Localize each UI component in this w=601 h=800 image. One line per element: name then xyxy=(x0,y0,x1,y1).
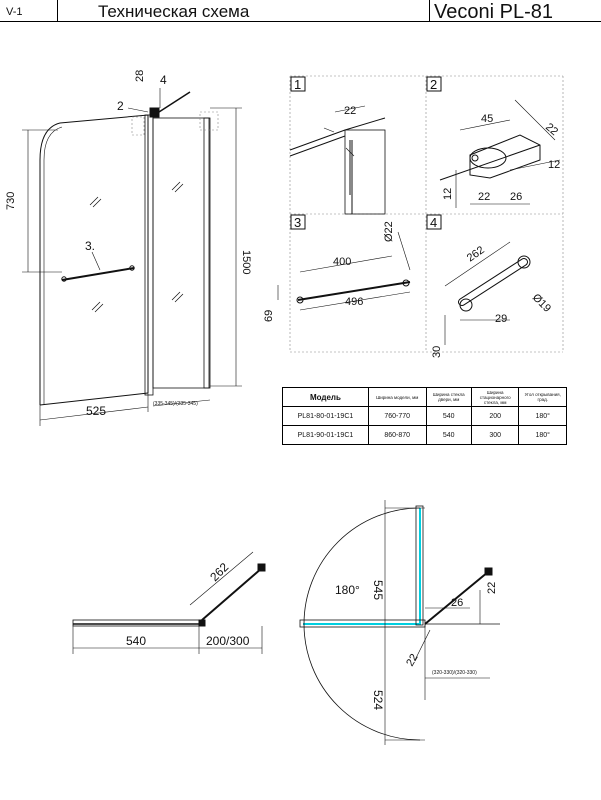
dim-69: 69 xyxy=(263,310,275,322)
table-cell: 540 xyxy=(425,425,472,445)
detail-numbers: 1 2 3 4 xyxy=(290,76,442,230)
dim-1500: 1500 xyxy=(240,250,252,274)
detail-grid xyxy=(289,75,564,353)
doc-code: V-1 xyxy=(0,0,58,22)
table-header: Ширина модели, мм xyxy=(367,387,427,407)
plan-view-left: 262 540 200/300 xyxy=(72,551,266,654)
dim-26: 26 xyxy=(451,597,463,609)
model-name: Veconi PL-81 xyxy=(430,0,601,23)
dim-262: 262 xyxy=(207,560,231,584)
table-cell: 540 xyxy=(425,406,472,426)
label-4: 4 xyxy=(160,73,167,87)
detail-3: 400 496 Ø22 69 xyxy=(263,221,411,322)
table-cell: PL81-90-01-19C1 xyxy=(282,425,369,445)
spec-table: Модель Ширина модели, мм Ширина стекла д… xyxy=(282,387,567,445)
dim-22-c: 22 xyxy=(478,191,490,203)
dim-26-a: 26 xyxy=(510,191,522,203)
dim-540: 540 xyxy=(126,634,146,648)
dim-22-plan-b: 22 xyxy=(404,652,421,669)
detail-3-number: 3 xyxy=(294,215,301,230)
table-row: PL81-90-01-19C1 860-870 540 300 180° xyxy=(282,425,567,445)
dim-dia22: Ø22 xyxy=(383,221,395,242)
table-cell: PL81-80-01-19C1 xyxy=(282,406,369,426)
dim-22-a: 22 xyxy=(344,105,356,117)
detail-4: 262 Ø19 29 30 xyxy=(431,241,553,358)
label-2: 2 xyxy=(117,99,124,113)
dim-496: 496 xyxy=(345,296,363,308)
dim-22-plan-a: 22 xyxy=(486,582,498,594)
dim-525: 525 xyxy=(86,404,106,418)
table-cell: 180° xyxy=(518,406,567,426)
angle-180: 180° xyxy=(335,583,360,597)
dim-28: 28 xyxy=(134,70,146,82)
detail-1-number: 1 xyxy=(294,77,301,92)
dim-545: 545 xyxy=(371,580,385,600)
dim-730: 730 xyxy=(5,192,17,210)
dim-400: 400 xyxy=(333,256,351,268)
table-cell: 760-770 xyxy=(367,406,427,426)
table-cell: 180° xyxy=(518,425,567,445)
table-cell: 200 xyxy=(470,406,520,426)
dim-524: 524 xyxy=(371,690,385,710)
dim-dia19: Ø19 xyxy=(530,292,553,315)
detail-2-number: 2 xyxy=(430,77,437,92)
label-3: 3. xyxy=(85,239,95,253)
dim-12-b: 12 xyxy=(442,188,454,200)
table-cell: 860-870 xyxy=(367,425,427,445)
dim-45: 45 xyxy=(481,113,493,125)
dim-29: 29 xyxy=(495,313,507,325)
detail-2: 45 22 12 12 22 26 xyxy=(439,99,560,208)
table-row: PL81-80-01-19C1 760-770 540 200 180° xyxy=(282,406,567,426)
plan-view-right: 545 524 180° 26 22 22 (320-330)/(320-330… xyxy=(299,500,500,745)
dim-262-a: 262 xyxy=(465,244,487,264)
dim-200-300: 200/300 xyxy=(206,634,250,648)
dim-range-plan: (320-330)/(320-330) xyxy=(432,670,477,676)
table-header: Модель xyxy=(282,387,369,407)
table-header: Угол открывания, град. xyxy=(518,387,567,407)
dim-range: (335-345)/(335-345) xyxy=(153,401,198,407)
table-cell: 300 xyxy=(470,425,520,445)
dim-22-b: 22 xyxy=(543,121,560,138)
table-header: Ширина стекла двери, мм xyxy=(425,387,472,407)
table-header: Ширина стационарного стекла, мм xyxy=(470,387,520,407)
detail-1: 22 xyxy=(289,105,386,215)
detail-4-number: 4 xyxy=(430,215,437,230)
front-view: 730 1500 525 (335-345)/(335-345) 28 4 2 … xyxy=(5,70,252,426)
page-title: Техническая схема xyxy=(58,0,430,22)
dim-12-a: 12 xyxy=(548,159,560,171)
table-header-row: Модель Ширина модели, мм Ширина стекла д… xyxy=(282,387,567,407)
dim-30: 30 xyxy=(431,346,443,358)
